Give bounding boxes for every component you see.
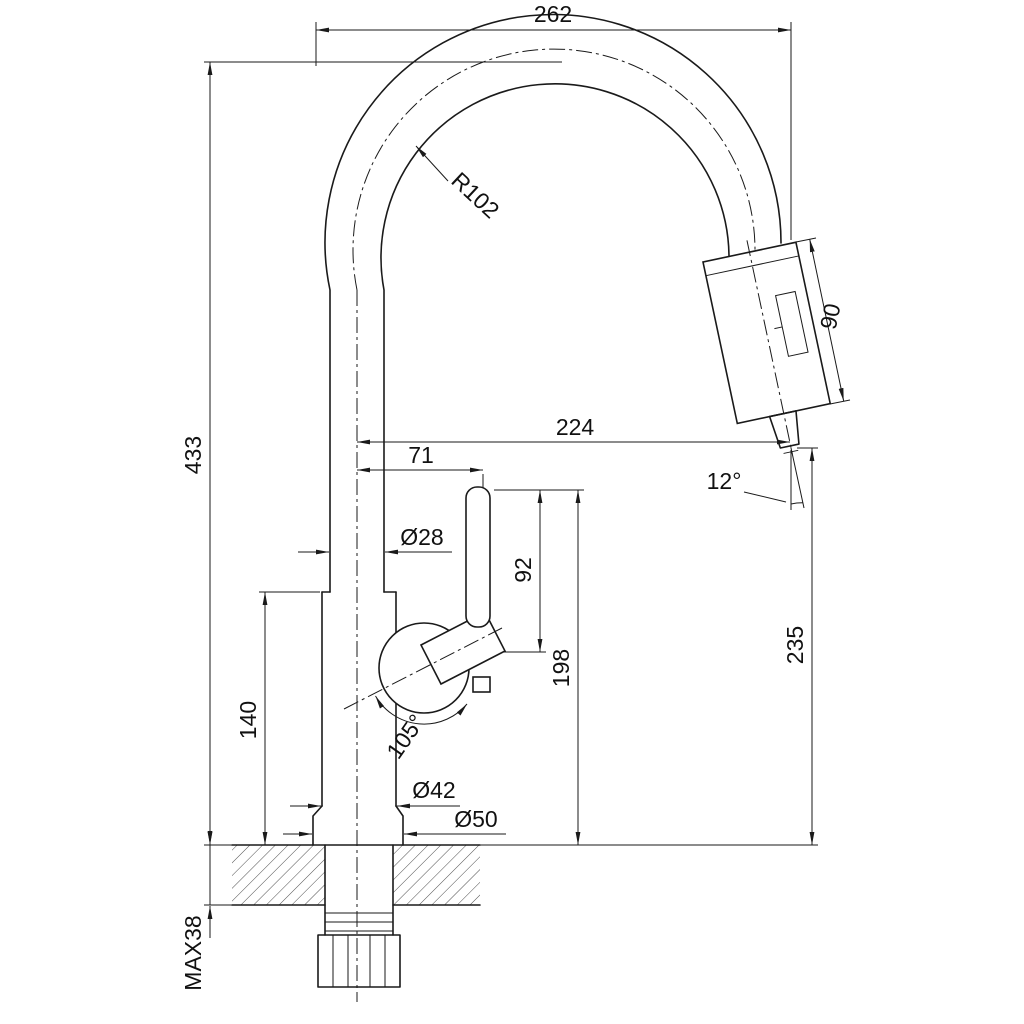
dim-spout-reach-label: 224	[556, 414, 595, 440]
shank-thread-lines	[325, 912, 393, 932]
dim-433-extensions	[204, 61, 562, 846]
threaded-shank	[324, 844, 394, 936]
dim-handle-length: 92	[494, 489, 584, 653]
dim-handle-offset: 71	[357, 442, 484, 488]
spray-head	[702, 240, 832, 454]
dim-outlet-height: 235	[782, 447, 818, 845]
dim-12deg-lines	[790, 447, 805, 510]
dim-overall-width: 262	[315, 1, 792, 240]
dim-r102-leader	[415, 145, 449, 182]
outlet-nub	[472, 676, 491, 693]
dim-handle-length-label: 92	[510, 557, 536, 583]
faucet-outline	[312, 13, 832, 846]
handle-neck	[419, 610, 507, 686]
dim-base-diameter-label: Ø50	[454, 806, 497, 832]
handle-axis-centerline	[343, 627, 503, 710]
dim-spout-radius: R102	[415, 145, 504, 224]
dim-handle-height-label: 198	[548, 649, 574, 687]
dim-spout-reach: 224	[357, 414, 790, 445]
dim-outlet-angle-label: 12°	[707, 468, 742, 494]
dimensions: 262 433 R102 90 224 71	[180, 1, 851, 991]
centerlines	[343, 48, 756, 1002]
dim-pipe-diameter: Ø28	[298, 524, 452, 555]
dim-handle-angle-label: 105°	[381, 709, 430, 763]
spray-head-centerline	[746, 240, 793, 454]
spray-nozzle	[768, 410, 800, 449]
dim-90-line	[809, 238, 845, 402]
dim-max-deck-thickness-label: MAX38	[180, 915, 206, 990]
mounting-hardware	[317, 844, 401, 988]
dim-handle-offset-label: 71	[408, 442, 434, 468]
spout-centerline-arc	[352, 48, 756, 291]
base-body	[312, 591, 404, 846]
countertop-hatch-left	[232, 845, 325, 905]
dim-handle-height: 198	[480, 490, 818, 846]
dim-overall-height-label: 433	[180, 436, 206, 474]
base-sides	[321, 591, 397, 807]
dim-105deg-arc	[375, 695, 468, 725]
dim-body-diameter-label: Ø42	[412, 777, 455, 803]
dim-pipe-diameter-label: Ø28	[400, 524, 443, 550]
countertop-hatch-right	[393, 845, 480, 905]
countertop	[231, 844, 481, 906]
spout-inner-profile	[380, 83, 730, 593]
base-flange	[312, 805, 404, 846]
handle-assembly	[378, 486, 507, 714]
dim-body-height-label: 140	[235, 701, 261, 739]
dim-max-deck-thickness: MAX38	[180, 812, 232, 991]
mounting-nut-facets	[332, 935, 386, 987]
spray-head-clip-latch	[774, 326, 783, 330]
dim-spray-head-length: 90	[795, 237, 851, 405]
handle-lever	[465, 486, 491, 628]
dim-spray-head-length-label: 90	[815, 301, 846, 331]
dim-12deg-leader	[743, 491, 787, 503]
dim-overall-width-label: 262	[534, 1, 572, 27]
spray-head-clip	[774, 290, 809, 357]
mounting-nut	[317, 934, 401, 988]
dim-overall-height: 433	[180, 61, 562, 846]
spray-head-collar-seam	[705, 255, 799, 277]
dim-spout-radius-label: R102	[446, 167, 504, 224]
dim-body-diameter: Ø42	[290, 777, 460, 809]
dim-outlet-height-label: 235	[782, 626, 808, 664]
dim-262-extensions	[315, 22, 792, 240]
spout-outer-profile	[324, 13, 782, 593]
dim-12deg-arc	[790, 502, 803, 505]
dim-body-height: 140	[235, 591, 320, 845]
dim-outlet-angle: 12°	[707, 447, 805, 510]
dim-base-diameter: Ø50	[283, 806, 506, 837]
dim-90-extensions	[795, 237, 851, 405]
dim-92-extensions	[494, 489, 584, 653]
